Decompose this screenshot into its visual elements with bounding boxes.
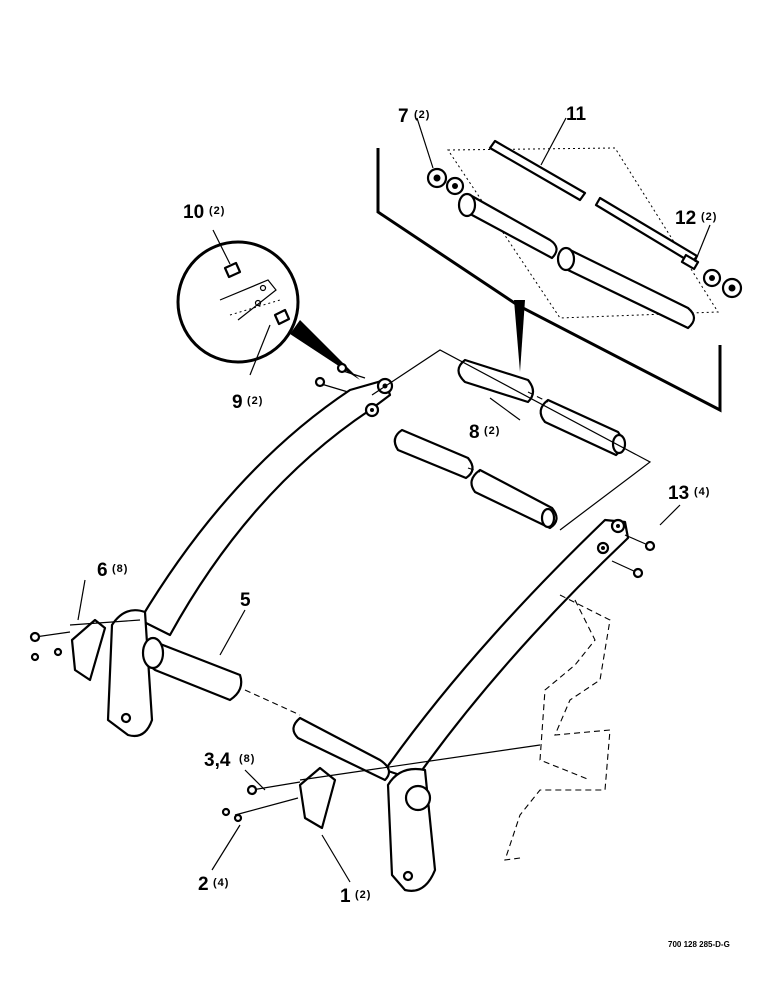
callout-13-qty: (4) [694, 486, 710, 498]
callout-13-number: 13 [668, 483, 689, 504]
callout-10-qty: (2) [209, 205, 225, 217]
callout-6: 6 (8) [97, 560, 128, 581]
tube-5 [141, 636, 391, 782]
callout-3-4-number: 3,4 [204, 750, 231, 771]
callout-2-qty: (4) [213, 877, 229, 889]
callout-5-number: 5 [240, 590, 251, 611]
callout-1-number: 1 [340, 886, 351, 907]
callout-1: 1 (2) [340, 886, 371, 907]
callout-8: 8 (2) [469, 422, 500, 443]
document-number: 700 128 285-D-G [668, 940, 730, 949]
callout-9-qty: (2) [247, 395, 263, 407]
bolts-13 [314, 362, 656, 579]
callout-9: 9 (2) [232, 392, 263, 413]
bracket-6 [29, 618, 141, 682]
callout-10-number: 10 [183, 202, 204, 223]
callout-3-4: 3,4 (8) [204, 750, 255, 771]
callout-6-number: 6 [97, 560, 108, 581]
callout-12-number: 12 [675, 208, 696, 229]
rollers-8 [371, 349, 652, 531]
inset-rollers [457, 192, 696, 330]
callout-13: 13 (4) [668, 483, 710, 504]
callout-8-qty: (2) [484, 425, 500, 437]
main-frame [29, 349, 681, 892]
callout-1-qty: (2) [355, 889, 371, 901]
callout-6-qty: (8) [112, 563, 128, 575]
callout-2: 2 (4) [198, 874, 229, 895]
callout-2-number: 2 [198, 874, 209, 895]
bearing-7 [426, 167, 465, 196]
callout-11-number: 11 [566, 104, 587, 125]
callout-3-4-qty: (8) [239, 753, 255, 765]
callout-12-qty: (2) [701, 211, 717, 223]
callout-7-number: 7 [398, 106, 409, 127]
rod-11 [488, 139, 699, 265]
callout-7-qty: (2) [414, 109, 430, 121]
callout-9-number: 9 [232, 392, 243, 413]
callout-11: 11 [566, 104, 587, 125]
bearing-12 [680, 253, 743, 299]
mount-dashed [504, 594, 611, 861]
callout-10: 10 (2) [183, 202, 225, 223]
detail-circle [176, 229, 360, 380]
callout-7: 7 (2) [398, 106, 430, 127]
inset-pointer [514, 300, 525, 372]
callout-5: 5 [240, 590, 251, 611]
roller-kit-inset [376, 117, 743, 413]
callout-8-number: 8 [469, 422, 480, 443]
callout-12: 12 (2) [675, 208, 717, 229]
bracket-1 [221, 744, 541, 830]
